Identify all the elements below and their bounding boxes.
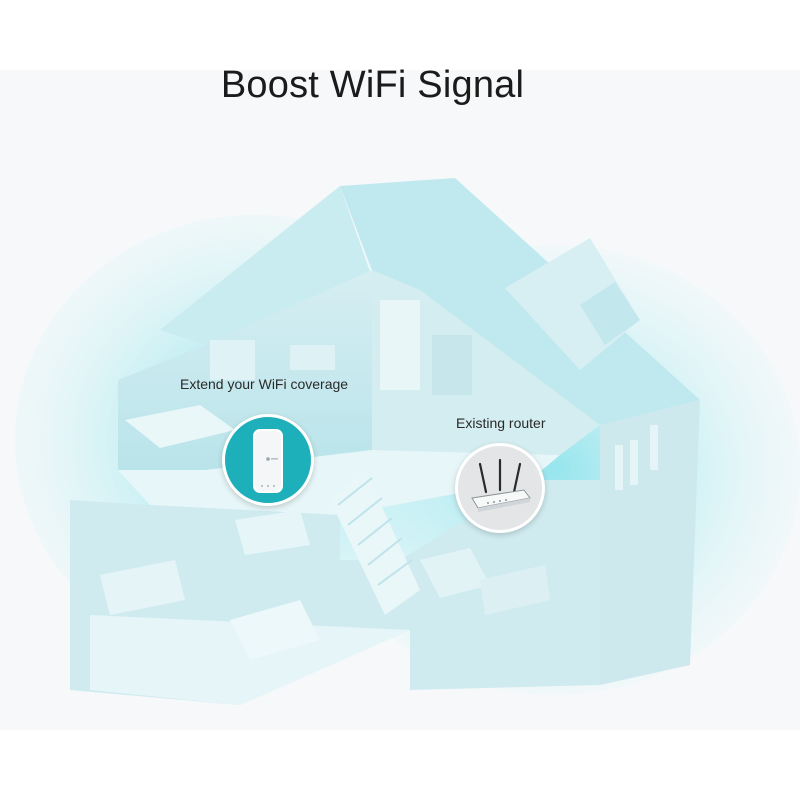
wifi-router-icon bbox=[471, 458, 531, 512]
attic-room-wall bbox=[372, 270, 600, 455]
roof-left bbox=[160, 186, 370, 345]
router-bubble bbox=[455, 443, 545, 533]
dining-set bbox=[235, 510, 310, 555]
right-wall bbox=[600, 400, 700, 685]
staircase bbox=[330, 470, 420, 615]
wardrobe bbox=[210, 340, 255, 380]
right-wall-window bbox=[650, 425, 658, 470]
extender-bubble bbox=[222, 414, 314, 506]
dormer-window bbox=[580, 282, 640, 345]
tv-stand bbox=[480, 565, 550, 615]
page-title: Boost WiFi Signal bbox=[220, 64, 525, 106]
upper-floor-slab bbox=[118, 450, 560, 515]
router-callout-label: Existing router bbox=[456, 415, 546, 431]
range-extender-icon bbox=[253, 429, 283, 493]
right-wall-window bbox=[615, 445, 623, 490]
kitchen-counter bbox=[100, 560, 185, 615]
right-wall-window bbox=[630, 440, 638, 485]
sofa bbox=[420, 548, 490, 598]
desk bbox=[290, 345, 335, 370]
bed bbox=[125, 405, 235, 448]
dining-table bbox=[230, 600, 320, 660]
bookshelf bbox=[432, 335, 472, 395]
attic-window bbox=[380, 300, 420, 390]
extender-callout-label: Extend your WiFi coverage bbox=[180, 376, 349, 392]
